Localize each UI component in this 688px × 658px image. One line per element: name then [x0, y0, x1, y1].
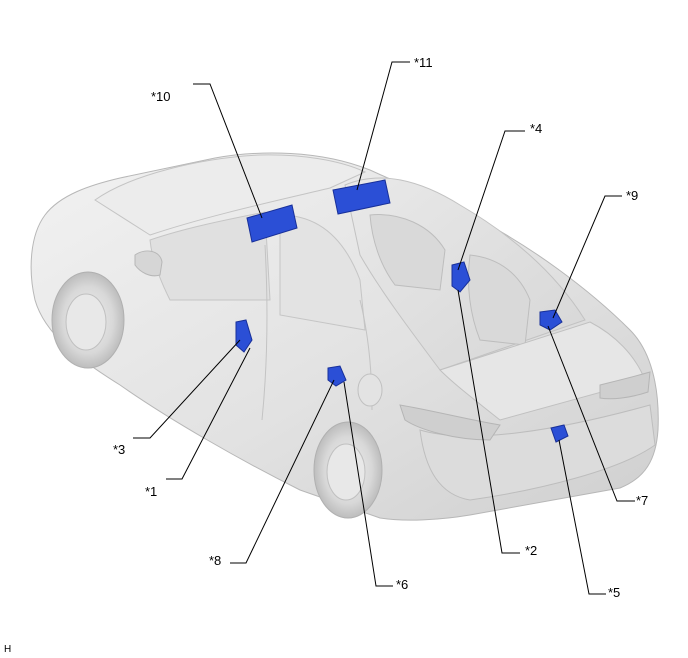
highlighted-components	[235, 179, 569, 443]
leader-1	[166, 347, 251, 480]
fuel-door	[357, 373, 383, 407]
front-wheel-hub	[65, 293, 107, 351]
callout-label-4: *4	[530, 121, 542, 136]
callout-label-1: *1	[145, 484, 157, 499]
door-seam-front	[261, 244, 268, 421]
leader-6	[343, 381, 393, 587]
callout-labels: *10 *11 *4 *9 *3 *1 *8 *6 *2 *7 *5	[113, 55, 648, 600]
leader-11	[356, 61, 410, 191]
component-rear-door	[327, 365, 347, 387]
callout-label-10: *10	[151, 89, 171, 104]
callout-label-6: *6	[396, 577, 408, 592]
callout-label-8: *8	[209, 553, 221, 568]
sun-visor-right	[332, 179, 391, 215]
rear-bumper	[419, 404, 656, 501]
leader-9	[552, 195, 622, 319]
tail-lamp-left	[399, 404, 501, 441]
leader-lines	[133, 61, 635, 595]
leader-3	[133, 339, 241, 439]
leader-10	[193, 83, 263, 219]
leader-2	[457, 289, 520, 554]
component-rear-right	[539, 309, 563, 331]
rear-wheel-hub	[326, 443, 366, 501]
leader-8	[230, 379, 335, 564]
car-roof	[94, 154, 367, 236]
callout-label-3: *3	[113, 442, 125, 457]
component-rear-door-upper	[451, 261, 471, 293]
component-front-door	[235, 319, 253, 353]
leader-7	[547, 325, 635, 502]
callout-label-5: *5	[608, 585, 620, 600]
callout-label-9: *9	[626, 188, 638, 203]
callout-label-11: *11	[414, 55, 433, 70]
callout-label-7: *7	[636, 493, 648, 508]
side-mirror	[134, 250, 163, 277]
sun-visor-left	[246, 204, 298, 243]
leader-5	[558, 439, 606, 595]
figure-corner-mark: H	[4, 644, 12, 655]
interior-seat	[369, 214, 446, 291]
leader-4	[457, 130, 525, 271]
side-window-rear	[279, 214, 366, 331]
component-trunk	[550, 424, 569, 443]
tail-lamp-right	[599, 371, 651, 400]
callout-label-2: *2	[525, 543, 537, 558]
